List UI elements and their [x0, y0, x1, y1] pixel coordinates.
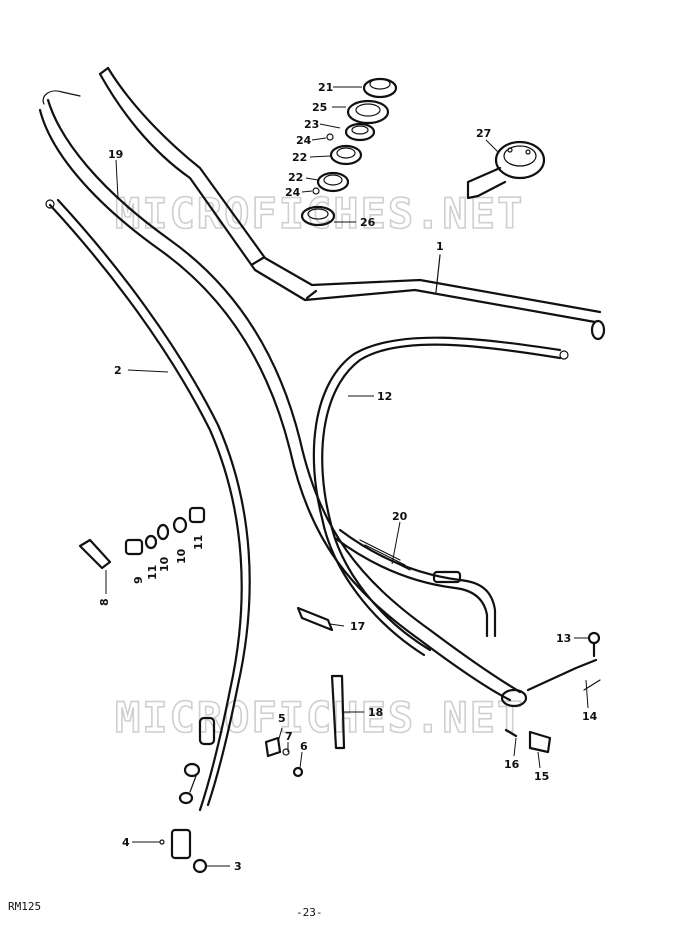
callout-8: 8 [98, 598, 111, 606]
callout-20: 20 [392, 510, 408, 523]
callout-16: 16 [504, 758, 520, 771]
callout-11: 11 [146, 565, 159, 580]
leader-lines [105, 86, 589, 867]
callout-14: 14 [582, 710, 598, 723]
callout-2: 2 [114, 364, 122, 377]
callout-19: 19 [108, 148, 123, 161]
cable-12 [312, 336, 569, 657]
callout-1: 1 [436, 240, 444, 253]
part-18-strap [330, 674, 346, 750]
callout-6: 6 [300, 740, 308, 753]
small-parts-13-16 [504, 631, 601, 754]
callout-24: 24 [296, 134, 312, 147]
callout-3: 3 [234, 860, 242, 873]
callout-5: 5 [278, 712, 286, 725]
callout-13: 13 [556, 632, 571, 645]
callout-23: 23 [304, 118, 319, 131]
callout-labels: 21 25 23 24 22 22 24 26 27 19 1 2 12 20 … [98, 81, 598, 873]
small-parts-3-7 [159, 736, 304, 874]
callout-18: 18 [368, 706, 383, 719]
small-parts-8-11 [78, 506, 206, 570]
callout-15: 15 [534, 770, 549, 783]
callout-9: 9 [132, 576, 145, 584]
callout-24: 24 [285, 186, 301, 199]
steering-stem-parts [300, 77, 398, 227]
callout-12: 12 [377, 390, 392, 403]
handlebar [98, 66, 606, 341]
throttle-housing [466, 140, 546, 200]
callout-21: 21 [318, 81, 333, 94]
callout-7: 7 [285, 730, 293, 743]
callout-26: 26 [360, 216, 376, 229]
part-17-bracket [296, 606, 334, 632]
cable-19 [38, 90, 528, 708]
watermark-top: MICROFICHES.NET [115, 189, 524, 238]
callout-17: 17 [350, 620, 365, 633]
cable-2 [45, 198, 251, 812]
callout-22: 22 [288, 171, 303, 184]
model-code: RM125 [8, 900, 42, 913]
callout-10: 10 [158, 556, 171, 572]
callout-25: 25 [312, 101, 327, 114]
callout-27: 27 [476, 127, 491, 140]
watermark-bottom: MICROFICHES.NET [115, 693, 524, 742]
callout-22: 22 [292, 151, 307, 164]
callout-10: 10 [175, 548, 188, 564]
callout-4: 4 [122, 836, 130, 849]
callout-11: 11 [192, 535, 205, 550]
page-number: -23- [296, 906, 323, 919]
